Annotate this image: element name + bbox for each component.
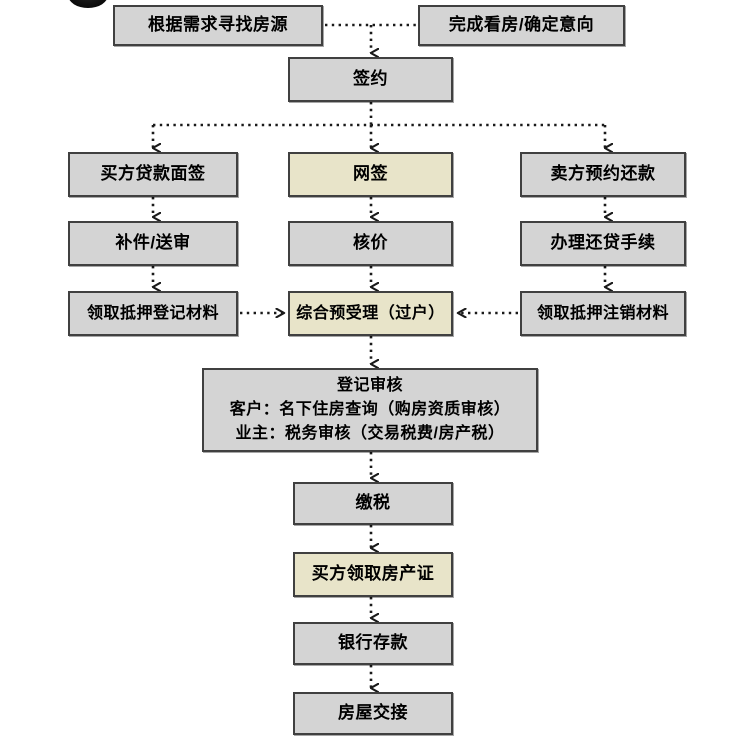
node-seller-prepay[interactable]: 卖方预约还款 <box>520 152 686 197</box>
registration-review-owner-line: 业主：税务审核（交易税费/房产税） <box>235 425 505 442</box>
node-bank-deposit[interactable]: 银行存款 <box>293 622 453 665</box>
node-buyer-loan-sign[interactable]: 买方贷款面签 <box>68 152 238 197</box>
node-registration-review[interactable]: 登记审核 客户：名下住房查询（购房资质审核） 业主：税务审核（交易税费/房产税） <box>202 368 538 452</box>
registration-review-title: 登记审核 <box>336 377 403 394</box>
node-tax-pay[interactable]: 缴税 <box>293 482 453 525</box>
node-label: 签约 <box>353 69 388 89</box>
dark-ellipse-logo-icon <box>68 0 108 8</box>
node-label: 网签 <box>353 164 388 184</box>
node-label: 办理还贷手续 <box>550 233 656 253</box>
node-price-check[interactable]: 核价 <box>288 221 453 266</box>
node-label: 银行存款 <box>338 633 408 653</box>
node-house-handover[interactable]: 房屋交接 <box>293 692 453 735</box>
node-get-mortgage-canc[interactable]: 领取抵押注销材料 <box>520 291 686 336</box>
node-label: 买方贷款面签 <box>100 164 206 184</box>
node-label: 领取抵押登记材料 <box>86 304 219 322</box>
node-label: 补件/送审 <box>115 233 191 253</box>
node-buyer-get-cert[interactable]: 买方领取房产证 <box>293 552 453 597</box>
node-label: 完成看房/确定意向 <box>448 15 595 35</box>
node-label: 领取抵押注销材料 <box>536 304 669 322</box>
node-label: 核价 <box>353 233 388 253</box>
node-sign-contract[interactable]: 签约 <box>288 57 453 102</box>
node-label: 综合预受理（过户） <box>296 304 445 322</box>
node-label: 买方领取房产证 <box>311 564 435 584</box>
node-supplement-docs[interactable]: 补件/送审 <box>68 221 238 266</box>
node-comprehensive[interactable]: 综合预受理（过户） <box>288 291 453 336</box>
node-label: 根据需求寻找房源 <box>148 15 288 35</box>
node-finish-viewing[interactable]: 完成看房/确定意向 <box>418 5 625 46</box>
node-label: 卖方预约还款 <box>550 164 656 184</box>
node-label: 房屋交接 <box>338 703 408 723</box>
registration-review-customer-line: 客户：名下住房查询（购房资质审核） <box>229 401 511 418</box>
node-find-house[interactable]: 根据需求寻找房源 <box>113 5 323 46</box>
node-online-sign[interactable]: 网签 <box>288 152 453 197</box>
node-loan-repay-proc[interactable]: 办理还贷手续 <box>520 221 686 266</box>
node-get-mortgage-reg[interactable]: 领取抵押登记材料 <box>68 291 238 336</box>
node-label: 缴税 <box>355 493 391 513</box>
